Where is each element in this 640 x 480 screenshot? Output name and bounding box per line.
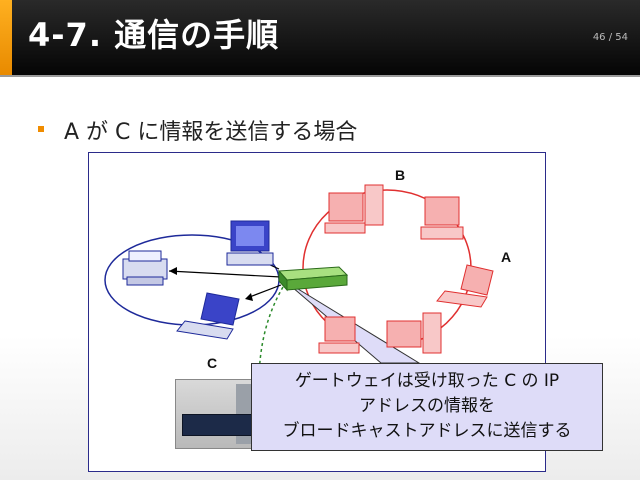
gateway-router-icon xyxy=(277,266,349,292)
page-number: 46 / 54 xyxy=(592,32,628,43)
header-accent-bar xyxy=(0,0,12,75)
network-c-label: C xyxy=(207,355,218,371)
server-icon xyxy=(324,184,384,234)
printer-icon xyxy=(122,250,168,286)
arrow-head xyxy=(169,267,177,275)
arrow-to-printer xyxy=(168,270,282,278)
slide-header: 4-7. 通信の手順 46 / 54 xyxy=(0,0,640,77)
laptop-icon xyxy=(176,292,240,340)
desktop-pc-icon xyxy=(226,220,274,266)
callout-line-3: ブロードキャストアドレスに送信する xyxy=(282,421,572,441)
laptop-icon xyxy=(436,264,494,308)
arrow-to-laptop xyxy=(246,284,282,299)
arrow-head xyxy=(245,293,253,301)
callout-box: ゲートウェイは受け取った C の IP アドレスの情報を ブロードキャストアドレ… xyxy=(251,363,603,451)
dotted-connection xyxy=(258,286,284,384)
callout-line-2: アドレスの情報を xyxy=(359,396,495,416)
router-device-image xyxy=(182,414,258,436)
network-diagram-svg xyxy=(104,184,494,384)
desktop-pc-icon xyxy=(318,316,360,354)
network-b-label: B xyxy=(395,167,406,183)
callout-line-1: ゲートウェイは受け取った C の IP xyxy=(294,371,560,391)
slide-title: 4-7. 通信の手順 xyxy=(28,16,280,54)
bullet-square-icon xyxy=(38,126,44,132)
bullet-text: A が C に情報を送信する場合 xyxy=(64,120,358,145)
server-icon xyxy=(386,312,442,354)
network-a-label: A xyxy=(501,249,512,265)
desktop-pc-icon xyxy=(420,196,464,240)
network-diagram: B A C ゲートウェイは受け取った C の IP アドレスの情報を ブロードキ… xyxy=(88,152,603,472)
